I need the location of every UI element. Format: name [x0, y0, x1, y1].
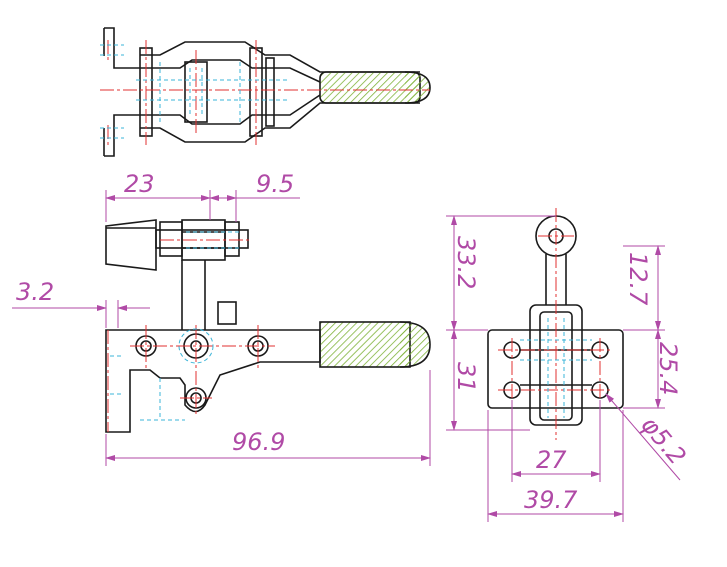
front-view-centerlines	[107, 239, 275, 432]
dim-3-2: 3.2	[16, 278, 54, 306]
dimension-lines	[12, 190, 681, 522]
top-view-centerlines	[100, 40, 430, 145]
base-plate	[105, 329, 321, 433]
top-view-hidden-lines	[100, 44, 290, 139]
dim-31: 31	[452, 362, 480, 393]
spindle-tip	[105, 219, 157, 271]
dimension-labels: 23 9.5 3.2 96.9 33.2 31 12.7 25.4 27 39.…	[16, 170, 692, 514]
dim-12-7: 12.7	[624, 252, 652, 306]
front-view	[105, 219, 431, 433]
top-view	[103, 27, 431, 157]
dim-33-2: 33.2	[452, 236, 480, 289]
dim-hole-diameter: φ5.2	[635, 411, 691, 470]
dim-23: 23	[124, 170, 155, 198]
dim-25-4: 25.4	[654, 342, 682, 395]
dim-27: 27	[536, 446, 567, 474]
top-view-link-lower	[140, 102, 420, 143]
dim-39-7: 39.7	[524, 486, 578, 514]
top-view-bracket-upper	[104, 27, 140, 69]
dim-96-9: 96.9	[232, 428, 285, 456]
side-view-centerlines	[498, 208, 612, 440]
front-view-hidden-lines	[110, 231, 240, 421]
dim-9-5: 9.5	[256, 170, 294, 198]
side-view-hidden-lines	[520, 318, 592, 418]
top-view-bracket-lower	[104, 114, 140, 157]
